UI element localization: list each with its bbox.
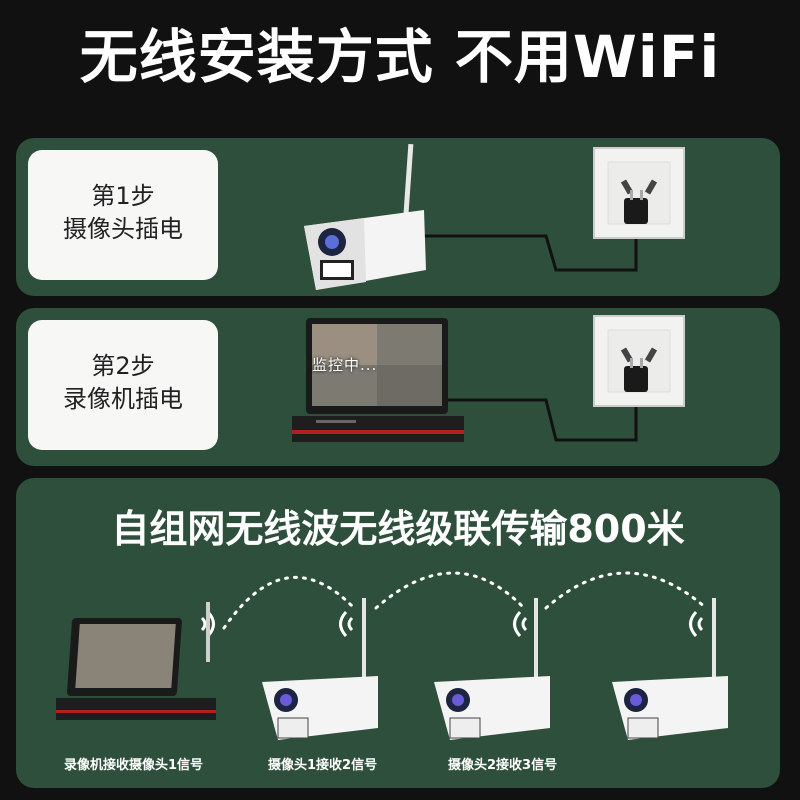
- power-outlet-icon: [593, 315, 685, 407]
- signal-arc: [222, 575, 356, 630]
- caption-camera-2: 摄像头2接收3信号: [448, 758, 558, 773]
- step-1-illustration: [304, 143, 685, 290]
- step-1-card: 第1步 摄像头插电: [28, 150, 218, 280]
- plug-icon: [624, 358, 648, 392]
- step-2-text: 录像机插电: [63, 385, 183, 413]
- camera-icon: [262, 598, 378, 740]
- step-2-panel: 第2步 录像机插电: [16, 308, 780, 466]
- signal-arc: [374, 571, 526, 610]
- step-2-illustration: [292, 315, 685, 442]
- wifi-signal-icon: [689, 610, 704, 638]
- step-1-text: 摄像头插电: [63, 215, 183, 243]
- power-outlet-icon: [593, 147, 685, 239]
- step-2-number: 第2步: [91, 352, 155, 380]
- camera-icon: [304, 143, 426, 290]
- step-2-card: 第2步 录像机插电: [28, 320, 218, 450]
- wifi-signal-icon: [339, 610, 354, 638]
- power-cable: [424, 233, 638, 272]
- signal-arc: [544, 571, 708, 610]
- mesh-illustration: [56, 571, 728, 740]
- caption-nvr: 录像机接收摄像头1信号: [64, 758, 204, 773]
- nvr-screen-text: 监控中...: [312, 356, 378, 374]
- caption-camera-1: 摄像头1接收2信号: [268, 758, 378, 773]
- nvr-monitor-icon: [56, 602, 216, 720]
- mesh-panel: 自组网无线波无线级联传输800米: [16, 478, 780, 788]
- nvr-monitor-icon: [292, 318, 464, 442]
- mesh-title: 自组网无线波无线级联传输800米: [111, 507, 685, 551]
- wifi-signal-icon: [513, 610, 528, 638]
- step-1-panel: 第1步 摄像头插电: [16, 138, 780, 296]
- camera-icon: [612, 598, 728, 740]
- page-title: 无线安装方式 不用WiFi: [79, 23, 721, 91]
- plug-icon: [624, 190, 648, 224]
- step-1-number: 第1步: [91, 182, 155, 210]
- camera-icon: [434, 598, 550, 740]
- power-cable: [448, 398, 638, 442]
